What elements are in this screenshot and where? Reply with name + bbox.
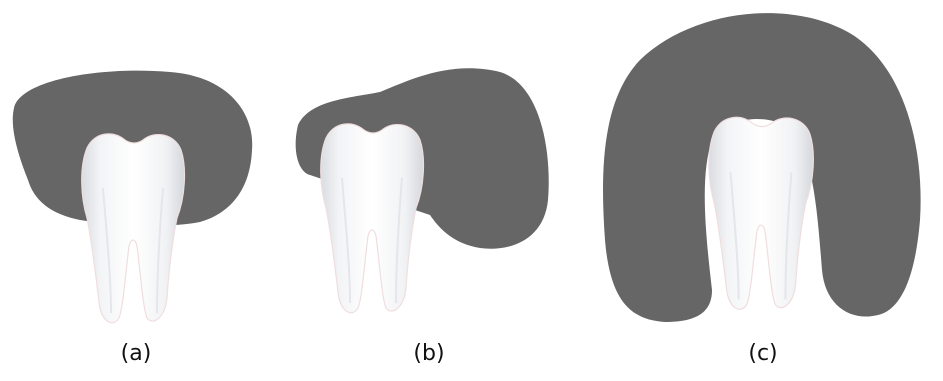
panel-a <box>13 71 252 323</box>
tooth-b <box>321 124 424 313</box>
panel-label-a: (a) <box>106 340 166 368</box>
panel-b <box>296 68 549 312</box>
tooth-c <box>709 117 813 309</box>
panel-label-c: (c) <box>733 340 793 368</box>
panel-c <box>603 13 921 322</box>
tooth-a <box>82 134 185 323</box>
panel-label-b: (b) <box>399 340 459 368</box>
